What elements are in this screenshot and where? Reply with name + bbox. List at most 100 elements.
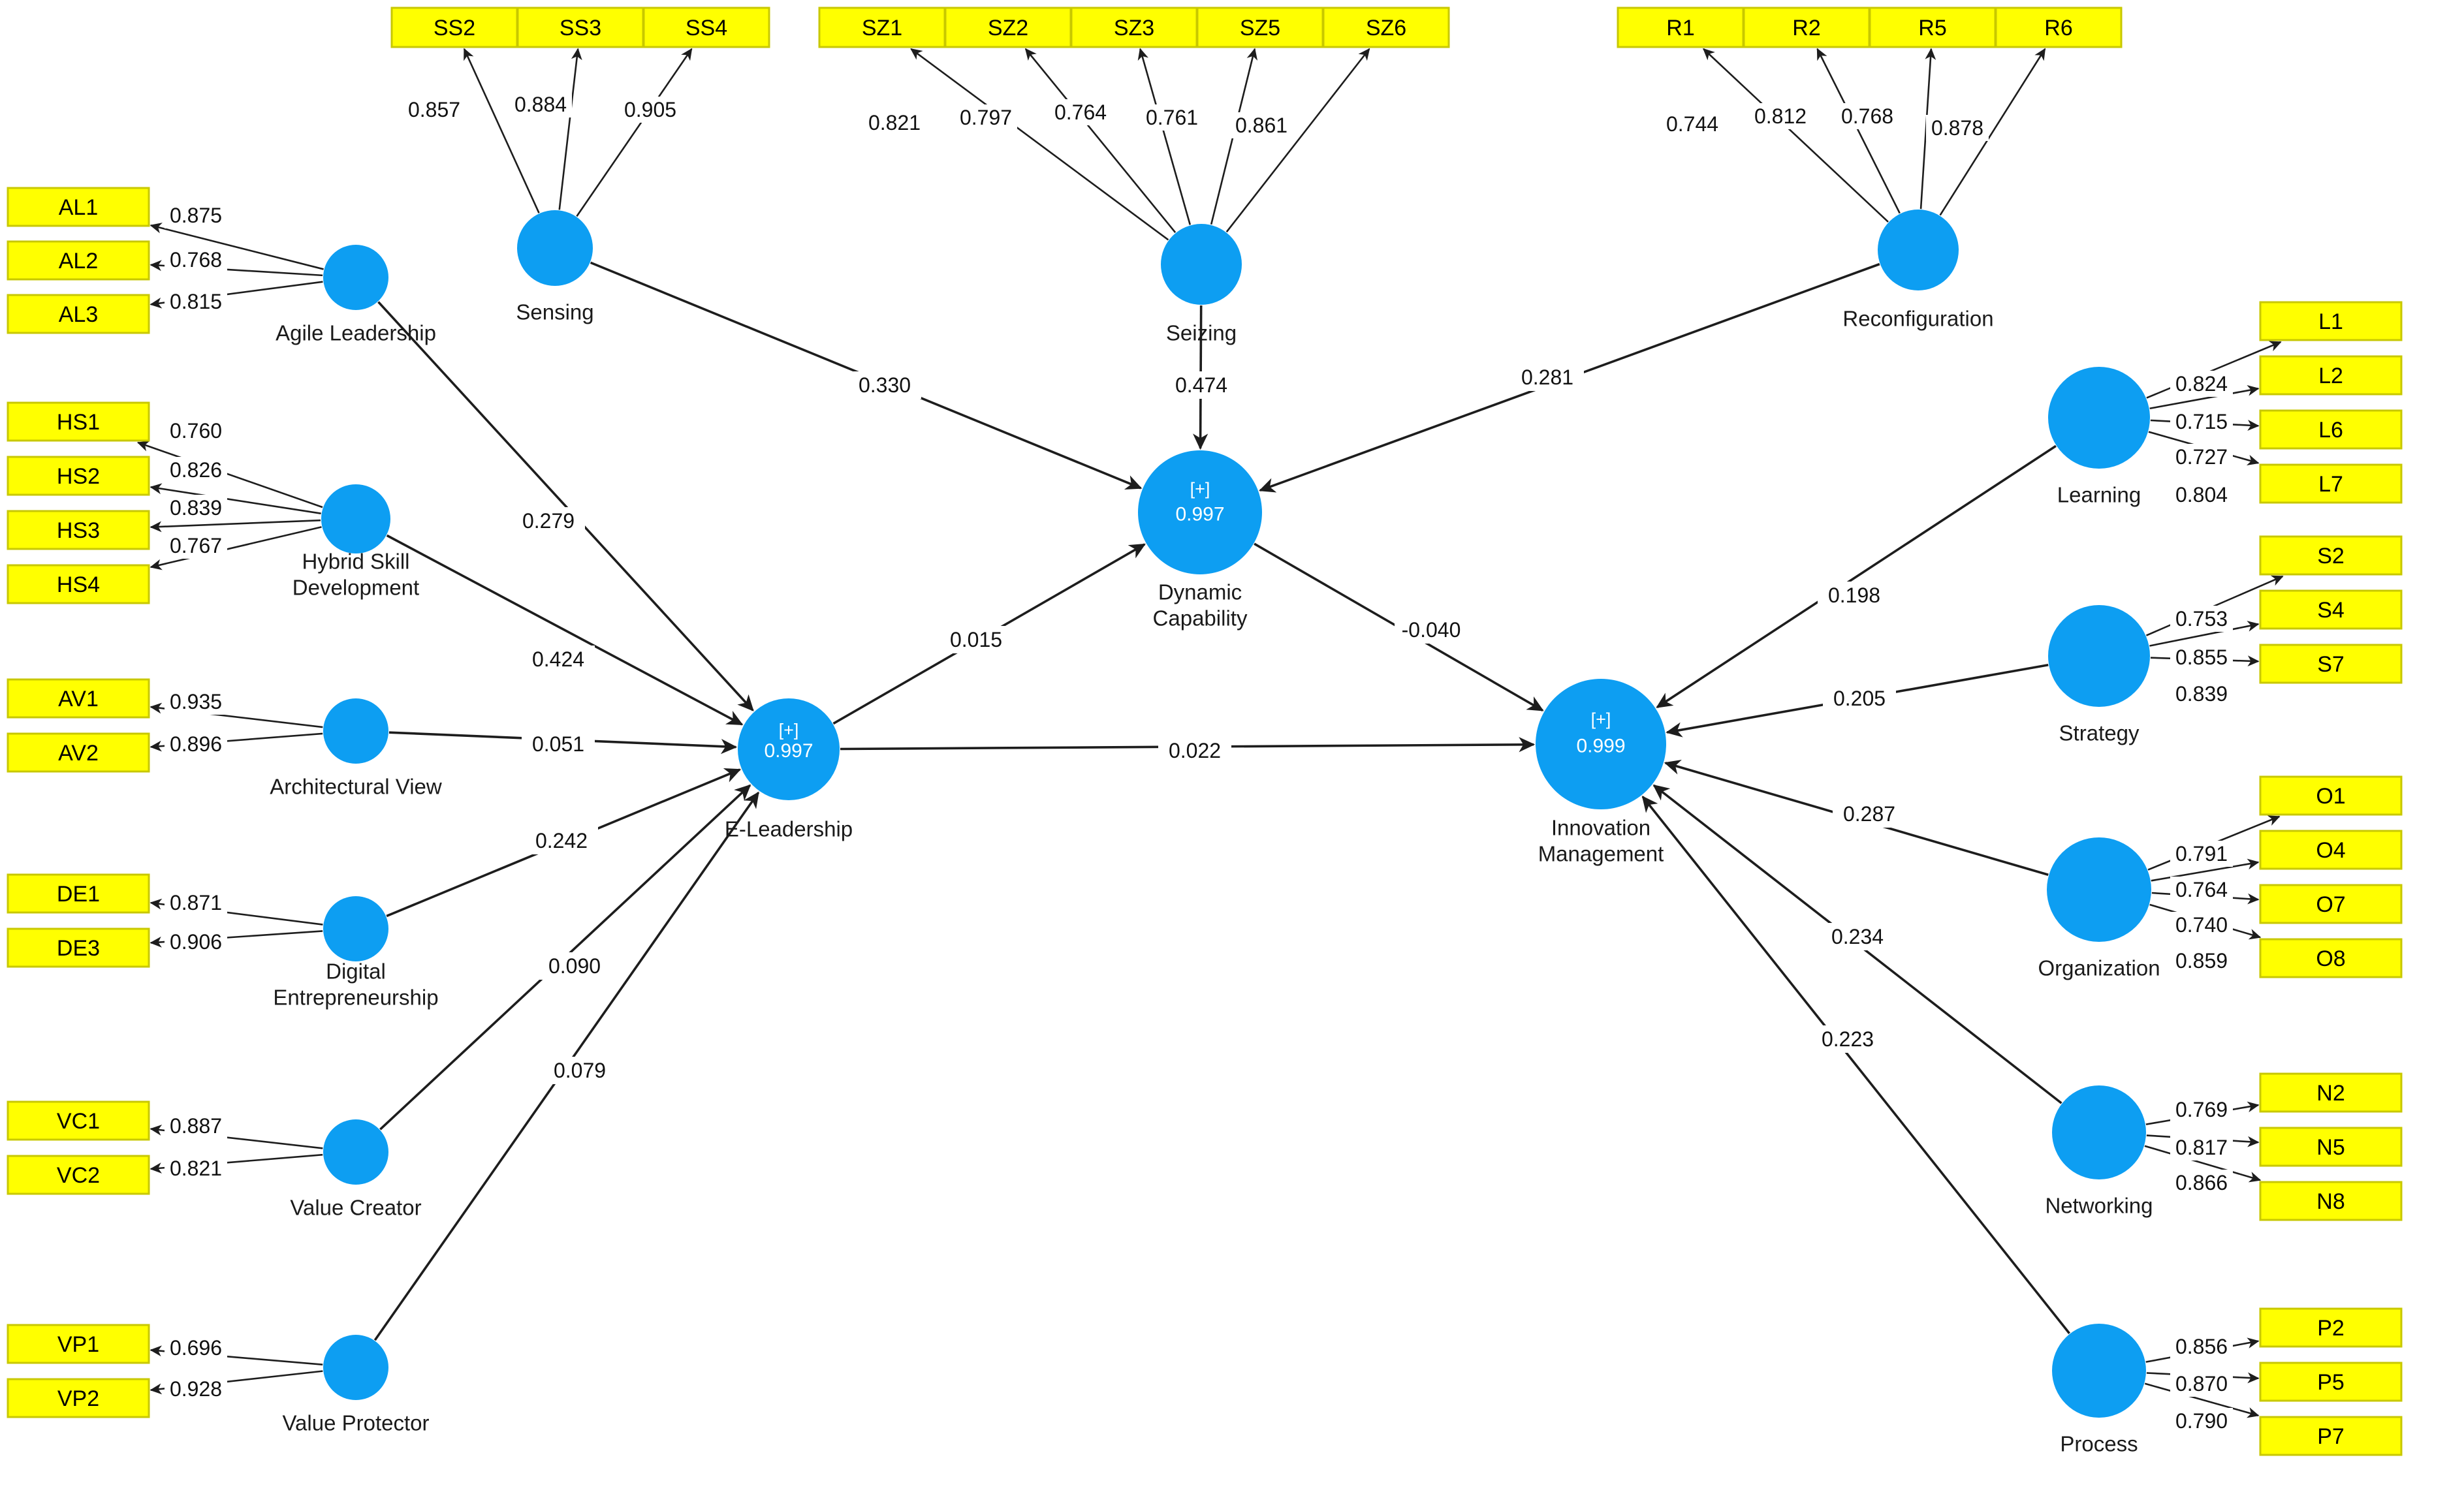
latent-variable-node[interactable]: Sensing	[516, 210, 594, 324]
path-coefficient-value: -0.040	[1402, 618, 1461, 642]
indicator-box[interactable]: SZ3	[1070, 7, 1198, 48]
r-squared-value: 0.997	[1175, 503, 1224, 525]
path-coefficient-value: 0.242	[535, 829, 588, 852]
indicator-box[interactable]: R6	[1995, 7, 2123, 48]
indicator-box[interactable]: SS3	[516, 7, 644, 48]
outer-loading-label: 0.884	[509, 91, 572, 117]
outer-loading-label: 0.928	[165, 1376, 227, 1402]
indicator-box[interactable]: R5	[1869, 7, 1997, 48]
path-coefficient-label: 0.205	[1823, 685, 1896, 712]
latent-variable-label: Agile Leadership	[276, 321, 436, 345]
latent-variable-node[interactable]: Agile Leadership	[276, 245, 436, 345]
outer-loading-edge	[463, 48, 540, 213]
latent-variable-node[interactable]: Architectural View	[270, 698, 442, 799]
indicator-box[interactable]: DE3	[7, 927, 150, 968]
indicator-box[interactable]: SZ6	[1322, 7, 1450, 48]
indicator-box[interactable]: VP2	[7, 1378, 150, 1418]
outer-loading-label: 0.696	[165, 1335, 227, 1361]
latent-variable-node[interactable]: Strategy	[2048, 605, 2150, 745]
indicator-box[interactable]: O1	[2259, 775, 2403, 816]
indicator-box[interactable]: L2	[2259, 355, 2403, 396]
outer-loading-label: 0.744	[1661, 111, 1724, 137]
latent-variable-node[interactable]: Seizing	[1161, 224, 1242, 345]
outer-loading-edge	[150, 223, 324, 270]
path-coefficient-label: 0.474	[1165, 371, 1238, 399]
latent-variable-node[interactable]: Value Creator	[290, 1119, 422, 1220]
indicator-box[interactable]: AL2	[7, 240, 150, 281]
latent-variable-node[interactable]: Value Protector	[282, 1335, 430, 1435]
indicator-box[interactable]: S4	[2259, 589, 2403, 630]
indicator-box[interactable]: HS2	[7, 456, 150, 496]
outer-loading-edge	[2144, 1145, 2262, 1183]
indicator-box[interactable]: R1	[1617, 7, 1745, 48]
indicator-box[interactable]: AL1	[7, 187, 150, 227]
indicator-box[interactable]: SS4	[642, 7, 770, 48]
indicator-box[interactable]: S7	[2259, 644, 2403, 684]
indicator-box[interactable]: N5	[2259, 1127, 2403, 1167]
indicator-box[interactable]: R2	[1743, 7, 1871, 48]
indicator-box[interactable]: L1	[2259, 301, 2403, 341]
indicator-box[interactable]: DE1	[7, 873, 150, 914]
loading-value: 0.878	[1931, 116, 1983, 140]
indicator-box[interactable]: P2	[2259, 1307, 2403, 1348]
indicator-box[interactable]: AV2	[7, 732, 150, 773]
path-coefficient-label: 0.287	[1833, 800, 1906, 828]
indicator-box[interactable]: O7	[2259, 884, 2403, 924]
expand-plus-badge[interactable]: [+]	[779, 720, 799, 740]
indicator-label: AL3	[59, 302, 99, 327]
outer-loading-edge	[136, 441, 323, 508]
loading-value: 0.753	[2175, 607, 2228, 631]
loading-value: 0.896	[170, 732, 222, 756]
indicator-box[interactable]: AV1	[7, 678, 150, 719]
latent-variable-label: Development	[292, 576, 419, 600]
path-coefficient-value: 0.223	[1822, 1027, 1874, 1051]
outer-loading-label: 0.875	[165, 202, 227, 228]
loading-value: 0.791	[2175, 842, 2228, 865]
loading-value: 0.866	[2175, 1171, 2228, 1194]
outer-loading-label: 0.859	[2170, 948, 2233, 974]
indicator-box[interactable]: HS3	[7, 510, 150, 550]
indicator-box[interactable]: VP1	[7, 1324, 150, 1364]
indicator-label: HS1	[57, 410, 100, 435]
latent-variable-label: Organization	[2038, 956, 2160, 980]
latent-variable-node[interactable]: Reconfiguration	[1842, 210, 1994, 331]
indicator-box[interactable]: O8	[2259, 938, 2403, 978]
indicator-box[interactable]: VC2	[7, 1155, 150, 1195]
latent-variable-node[interactable]: Learning	[2048, 367, 2150, 507]
indicator-box[interactable]: N2	[2259, 1072, 2403, 1113]
outer-loading-label: 0.824	[2170, 371, 2233, 397]
latent-variable-node[interactable]: Organization	[2038, 837, 2160, 980]
indicator-box[interactable]: SZ1	[818, 7, 946, 48]
indicator-label: N5	[2316, 1135, 2345, 1160]
indicator-box[interactable]: VC1	[7, 1100, 150, 1141]
indicator-box[interactable]: SZ5	[1196, 7, 1324, 48]
indicator-box[interactable]: P7	[2259, 1416, 2403, 1456]
latent-variable-node[interactable]: Process	[2052, 1324, 2146, 1456]
indicator-box[interactable]: L6	[2259, 409, 2403, 450]
indicator-box[interactable]: O4	[2259, 830, 2403, 870]
indicator-box[interactable]: P5	[2259, 1362, 2403, 1402]
latent-variable-node[interactable]: Networking	[2045, 1085, 2153, 1218]
indicator-box[interactable]: SZ2	[944, 7, 1072, 48]
indicator-box[interactable]: HS4	[7, 564, 150, 604]
indicator-box[interactable]: HS1	[7, 401, 150, 442]
indicator-box[interactable]: S2	[2259, 535, 2403, 576]
indicator-box[interactable]: SS2	[390, 7, 518, 48]
outer-loading-label: 0.764	[1049, 99, 1112, 125]
path-coefficient-label: 0.424	[522, 646, 595, 673]
indicator-box[interactable]: AL3	[7, 294, 150, 334]
outer-loading-label: 0.761	[1141, 104, 1203, 131]
expand-plus-badge[interactable]: [+]	[1591, 709, 1611, 729]
expand-plus-badge[interactable]: [+]	[1190, 479, 1210, 499]
loading-value: 0.797	[960, 106, 1012, 129]
indicator-box[interactable]: L7	[2259, 463, 2403, 504]
indicator-label: AV1	[58, 687, 99, 711]
indicator-box[interactable]: N8	[2259, 1181, 2403, 1221]
